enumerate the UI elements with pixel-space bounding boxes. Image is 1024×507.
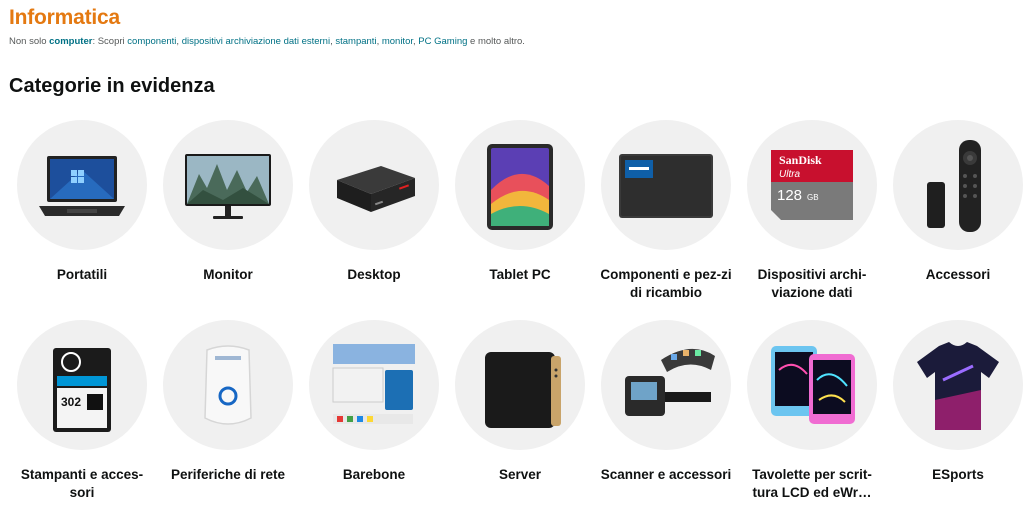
link-monitor[interactable]: monitor	[381, 36, 413, 47]
tablet-icon	[487, 144, 553, 230]
link-componenti[interactable]: componenti	[127, 36, 177, 47]
subtitle-text: e molto altro.	[467, 36, 525, 47]
ssd-icon	[619, 154, 713, 218]
category-image	[893, 320, 1023, 450]
monitor-icon	[185, 154, 271, 219]
category-image	[455, 120, 585, 250]
category-dispositivi-archiviazione[interactable]: SanDisk Ultra 128 GB Dispositivi archi-v…	[739, 120, 885, 302]
category-image	[17, 120, 147, 250]
subtitle-text: ,	[376, 36, 382, 47]
category-periferiche-di-rete[interactable]: Periferiche di rete	[155, 320, 301, 484]
category-label: Barebone	[342, 467, 406, 482]
laptop-icon	[39, 156, 125, 216]
page-title: Informatica	[9, 6, 120, 29]
subtitle-text: ,	[413, 36, 419, 47]
jersey-icon	[917, 342, 999, 430]
category-tavolette-lcd[interactable]: Tavolette per scrit-tura LCD ed eWr…	[739, 320, 885, 502]
category-image	[163, 320, 293, 450]
card-unit: GB	[807, 193, 819, 202]
subtitle-text: ,	[176, 36, 182, 47]
category-label: Monitor	[203, 267, 253, 282]
link-stampanti[interactable]: stampanti	[335, 36, 377, 47]
electronics-kit-icon	[332, 344, 415, 424]
cartridge-number: 302	[61, 395, 81, 409]
category-label: Portatili	[56, 267, 108, 282]
section-title: Categorie in evidenza	[9, 75, 215, 97]
category-label: Componenti e pez-zi di ricambio	[600, 267, 732, 300]
category-image	[893, 120, 1023, 250]
category-image	[455, 320, 585, 450]
category-label: ESports	[932, 467, 984, 482]
category-image: 302	[17, 320, 147, 450]
lcd-tablet-icon	[771, 346, 855, 424]
card-size: 128	[777, 187, 802, 204]
category-image	[601, 120, 731, 250]
link-pc-gaming[interactable]: PC Gaming	[418, 36, 468, 47]
category-label: Dispositivi archi-viazione dati	[757, 267, 867, 300]
category-image	[601, 320, 731, 450]
category-label: Accessori	[925, 267, 991, 282]
sd-card-icon: SanDisk Ultra 128 GB	[771, 150, 853, 220]
category-grid: Portatili Monitor Desktop	[0, 120, 1024, 507]
category-stampanti[interactable]: 302 Stampanti e acces-sori	[9, 320, 155, 502]
category-image	[747, 320, 877, 450]
mini-pc-icon	[337, 166, 415, 212]
remote-stick-icon	[927, 140, 981, 232]
subtitle-text: ,	[330, 36, 336, 47]
film-scanner-icon	[625, 348, 715, 416]
category-server[interactable]: Server	[447, 320, 593, 484]
category-image: SanDisk Ultra 128 GB	[747, 120, 877, 250]
card-line: Ultra	[779, 169, 801, 180]
category-componenti[interactable]: Componenti e pez-zi di ricambio	[593, 120, 739, 302]
ink-cartridge-icon: 302	[53, 348, 111, 432]
subtitle: Non solo computer: Scopri componenti, di…	[9, 36, 525, 47]
category-accessori[interactable]: Accessori	[885, 120, 1024, 284]
card-brand: SanDisk	[779, 153, 822, 167]
category-monitor[interactable]: Monitor	[155, 120, 301, 284]
subtitle-text: Non solo	[9, 36, 50, 47]
category-label: Scanner e accessori	[600, 467, 732, 482]
link-computer[interactable]: computer	[49, 36, 93, 47]
category-image	[309, 120, 439, 250]
category-image	[163, 120, 293, 250]
category-portatili[interactable]: Portatili	[9, 120, 155, 284]
category-label: Tablet PC	[489, 267, 551, 282]
category-desktop[interactable]: Desktop	[301, 120, 447, 284]
category-scanner[interactable]: Scanner e accessori	[593, 320, 739, 484]
nas-server-icon	[485, 352, 561, 428]
category-tablet-pc[interactable]: Tablet PC	[447, 120, 593, 284]
category-image	[309, 320, 439, 450]
category-label: Desktop	[347, 267, 401, 282]
category-label: Tavolette per scrit-tura LCD ed eWr…	[752, 467, 872, 500]
wifi-extender-icon	[204, 345, 252, 425]
category-esports[interactable]: ESports	[885, 320, 1024, 484]
category-label: Stampanti e acces-sori	[20, 467, 144, 500]
category-label: Periferiche di rete	[170, 467, 286, 482]
category-label: Server	[498, 467, 542, 482]
link-dispositivi[interactable]: dispositivi archiviazione dati esterni	[181, 36, 331, 47]
category-barebone[interactable]: Barebone	[301, 320, 447, 484]
subtitle-text: : Scopri	[92, 36, 128, 47]
